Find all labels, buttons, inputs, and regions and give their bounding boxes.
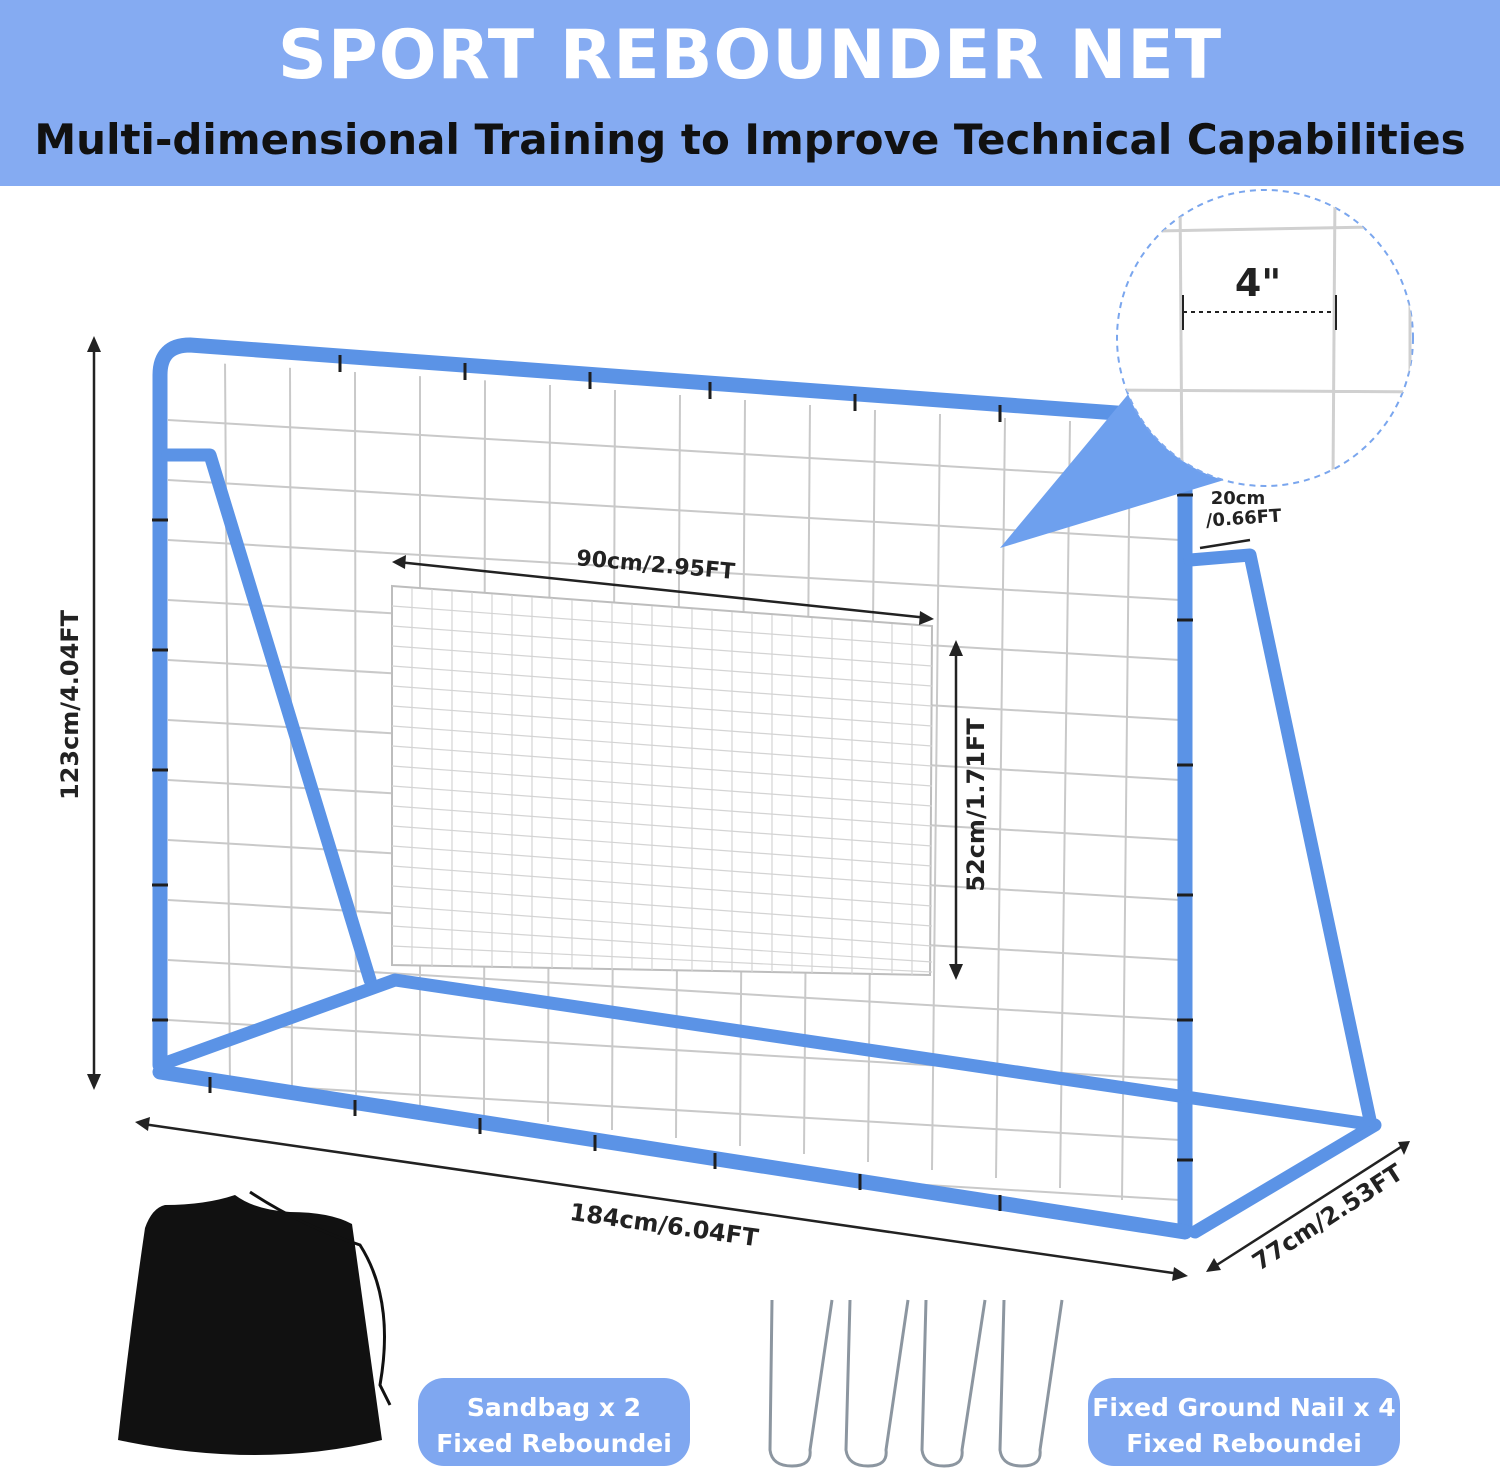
product-illustration: 4" 123cm/4.04FT 184cm/6.04FT 77cm/2.53FT… [56, 189, 1414, 1468]
nail-line-1: Fixed Ground Nail x 4 [1092, 1393, 1396, 1422]
page-title: SPORT REBOUNDER NET [277, 16, 1223, 95]
header-banner: SPORT REBOUNDER NET Multi-dimensional Tr… [0, 0, 1500, 186]
sandbag-line-2: Fixed Reboundei [436, 1429, 672, 1458]
mesh-zoom-callout: 4" [1000, 189, 1414, 548]
nail-line-2: Fixed Reboundei [1126, 1429, 1362, 1458]
dimension-lines [87, 336, 1410, 1281]
frame-straps [152, 355, 1193, 1211]
target-height-label: 52cm/1.71FT [962, 718, 990, 892]
target-width-label: 90cm/2.95FT [575, 546, 736, 585]
brace-top-label-2: /0.66FT [1205, 505, 1283, 531]
ground-nail-icon [768, 1299, 1064, 1468]
depth-label: 77cm/2.53FT [1247, 1158, 1408, 1276]
sandbag-pill: Sandbag x 2 Fixed Reboundei [418, 1378, 690, 1466]
width-label: 184cm/6.04FT [568, 1198, 761, 1252]
page-subtitle: Multi-dimensional Training to Improve Te… [34, 115, 1466, 164]
target-panel [391, 584, 934, 977]
rebounder-frame [152, 337, 1382, 1240]
sandbag-icon [118, 1190, 392, 1455]
mesh-size-label: 4" [1235, 261, 1281, 305]
nail-pill: Fixed Ground Nail x 4 Fixed Reboundei [1088, 1378, 1400, 1466]
brace-top-label-1: 20cm [1211, 488, 1265, 509]
height-label: 123cm/4.04FT [56, 609, 84, 800]
sandbag-line-1: Sandbag x 2 [466, 1393, 642, 1422]
